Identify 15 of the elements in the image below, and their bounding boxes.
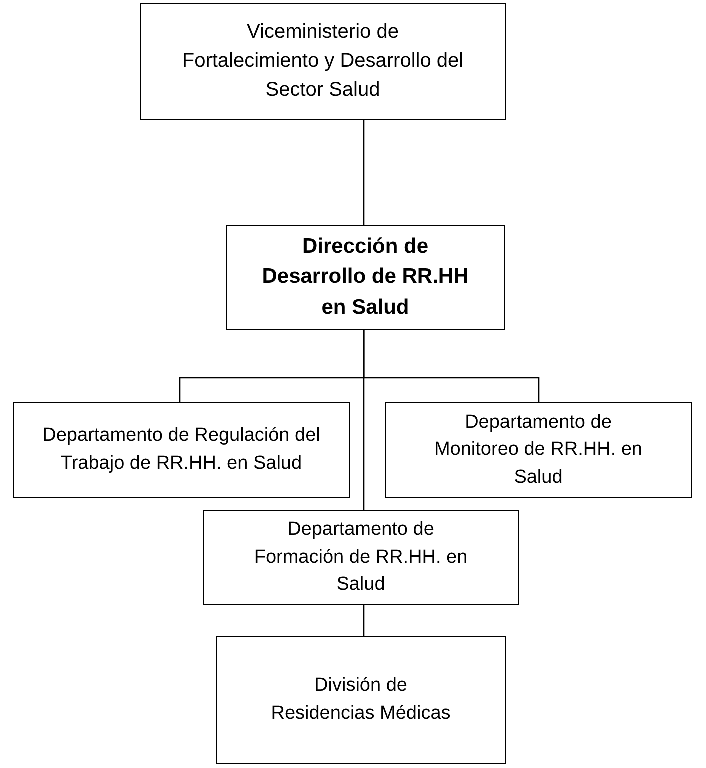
org-box (13, 402, 350, 498)
org-box (203, 510, 519, 605)
org-box (216, 636, 506, 764)
connector-line (363, 330, 365, 510)
org-box (140, 3, 506, 120)
connector-line (363, 120, 365, 225)
org-box (385, 402, 692, 498)
unit-name: Dirección de Desarrollo de RR.HH en Salud (261, 234, 470, 321)
unit-name: Viceministerio de Fortalecimiento y Desarrollo del Sector Salud (181, 20, 465, 103)
unit-name: Departamento de Monitoreo de RR.HH. en Salud (433, 410, 644, 490)
org-box (226, 225, 505, 330)
connector-line (363, 605, 365, 636)
unit-name: Departamento de Formación de RR.HH. en Salud (253, 518, 469, 598)
unit-name: Departamento de Regulación del Trabajo de RR.HH. en Salud (42, 424, 322, 476)
unit-name: División de Residencias Médicas (270, 674, 452, 726)
